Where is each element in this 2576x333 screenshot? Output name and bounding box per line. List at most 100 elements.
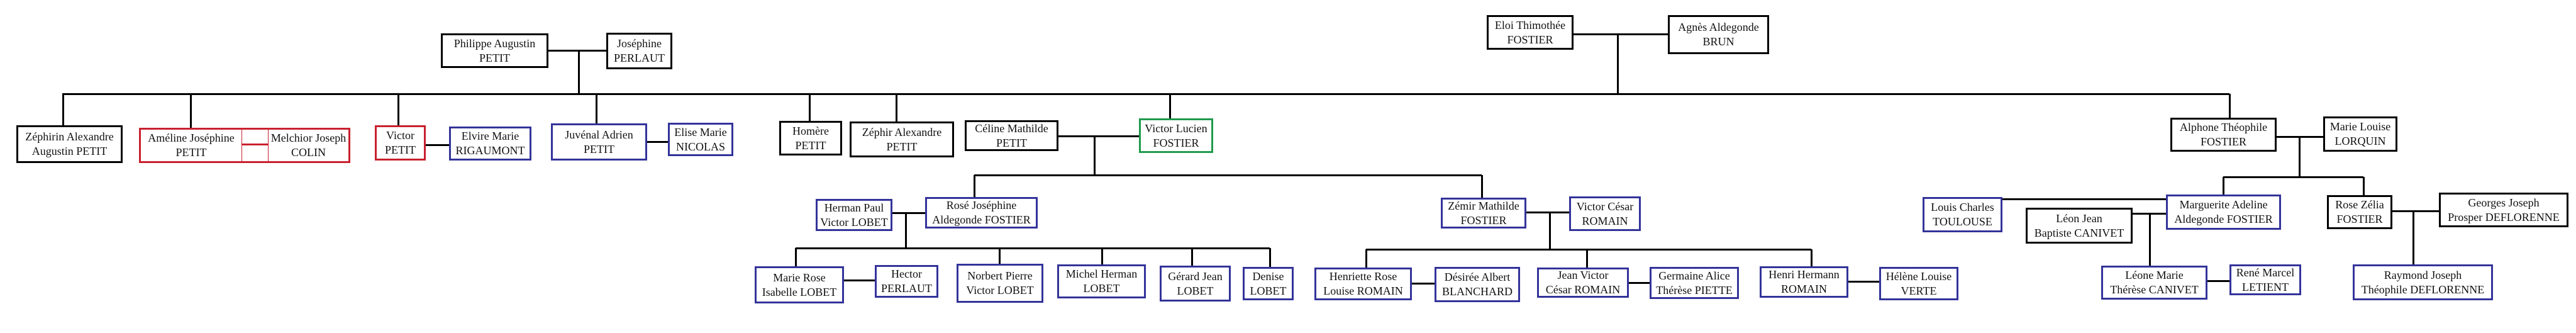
tree-connector-horizontal (796, 247, 1270, 249)
person-surname-line: PETIT (175, 146, 207, 159)
person-surname-line: Thérèse CANIVET (2110, 283, 2199, 296)
person-surname-line: COLIN (291, 146, 326, 159)
tree-connector-vertical (2299, 137, 2301, 177)
person-given-names: Hector (891, 268, 922, 280)
person-given-names: Eloi Thimothée (1494, 18, 1566, 31)
person-given-names: Rose Zélia (2335, 198, 2384, 211)
person-surname-line: RIGAUMONT (455, 144, 525, 157)
person-given-names: Henri Hermann (1768, 268, 1840, 281)
person-surname-line: FOSTIER (1507, 33, 1553, 46)
person-surname-line: FOSTIER (2200, 135, 2246, 148)
person-surname-line: PETIT (479, 51, 510, 64)
person-given-names: Homère (792, 124, 829, 137)
person-given-names: Hélène Louise (1885, 269, 1952, 283)
tree-connector-vertical (1269, 248, 1271, 267)
tree-connector-vertical (896, 94, 897, 121)
tree-connector-vertical (1101, 248, 1103, 264)
person-surname-line: Aldegonde FOSTIER (2174, 213, 2273, 225)
person-given-names: Jean Victor (1557, 269, 1609, 281)
tree-connector-vertical (2223, 177, 2224, 195)
tree-connector-vertical (795, 248, 797, 266)
person-given-names: Céline Mathilde (975, 121, 1048, 135)
person-surname-line: LOBET (1250, 284, 1287, 297)
person-given-names: Agnès Aldegonde (1678, 21, 1759, 33)
person-given-names: Joséphine (617, 37, 662, 50)
person-surname-line: BRUN (1702, 35, 1735, 48)
tree-connector-horizontal (2223, 176, 2363, 178)
person-given-names: Melchior Joseph (270, 132, 347, 144)
tree-connector-vertical (2149, 213, 2151, 266)
person-given-names: Victor Lucien (1145, 121, 1208, 135)
person-given-names: Marie Louise (2329, 120, 2391, 133)
tree-connector-vertical (2412, 211, 2414, 264)
tree-connector-vertical (974, 175, 975, 197)
tree-connector-vertical (1481, 175, 1483, 198)
tree-connector-horizontal (974, 174, 1482, 176)
person-surname-line: Théophile DEFLORENNE (2361, 283, 2485, 296)
person-surname-line: Victor LOBET (966, 284, 1034, 296)
tree-connector-horizontal (1574, 33, 1668, 35)
person-surname-line: NICOLAS (675, 140, 725, 153)
tree-connector-horizontal (62, 93, 2229, 95)
person-given-names: Marguerite Adeline (2179, 198, 2268, 211)
tree-connector-vertical (1365, 249, 1367, 268)
person-given-names: Alphone Théophile (2179, 121, 2268, 133)
person-surname-line: Isabelle LOBET (762, 285, 837, 298)
tree-connector-horizontal (1629, 282, 1650, 284)
person-surname-line: PERLAUT (881, 282, 932, 295)
tree-connector-vertical (2363, 177, 2365, 195)
tree-connector-horizontal (2207, 280, 2229, 282)
person-surname-line: BLANCHARD (1441, 285, 1513, 298)
tree-connector-horizontal (1848, 281, 1879, 283)
tree-connector-horizontal (647, 141, 668, 143)
person-surname-line: PETIT (385, 144, 416, 156)
tree-connector-horizontal (2002, 198, 2166, 200)
person-given-names: Victor (386, 129, 414, 142)
person-given-names: Norbert Pierre (967, 269, 1033, 282)
person-given-names: Léone Marie (2125, 269, 2184, 281)
person-given-names: Améline Joséphine (148, 132, 235, 144)
person-given-names: Elise Marie (674, 125, 727, 138)
person-given-names: Désirée Albert (1444, 271, 1511, 283)
person-given-names: Herman Paul (824, 201, 884, 214)
tree-connector-vertical (1094, 136, 1096, 175)
person-surname-line: VERTE (1901, 284, 1937, 297)
person-given-names: Gérard Jean (1168, 269, 1223, 283)
tree-connector-vertical (190, 94, 192, 128)
tree-connector-vertical (1586, 249, 1588, 268)
tree-connector-vertical (999, 248, 1001, 264)
person-given-names: Germaine Alice (1658, 269, 1730, 282)
person-surname-line: Prosper DEFLORENNE (2448, 210, 2560, 223)
person-given-names: Juvénal Adrien (565, 128, 633, 141)
person-surname-line: Victor LOBET (820, 215, 888, 229)
person-surname-line: Louise ROMAIN (1323, 285, 1403, 297)
person-given-names: Raymond Joseph (2384, 268, 2462, 281)
tree-connector-vertical (578, 50, 580, 94)
person-given-names: Zéphirin Alexandre (25, 130, 114, 143)
person-surname-line: PETIT (886, 140, 918, 153)
